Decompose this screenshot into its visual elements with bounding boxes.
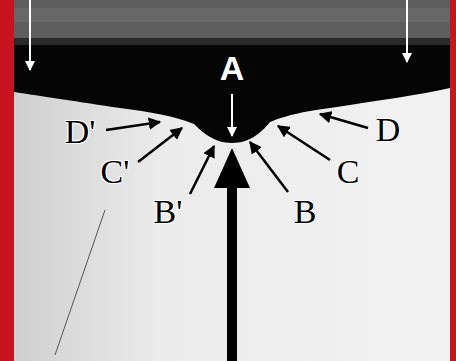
point-label: D': [65, 115, 96, 149]
white-arrow: [29, 0, 31, 70]
point-label: C: [337, 155, 360, 189]
leader-arrow: [138, 128, 182, 162]
rim-line: [14, 38, 450, 46]
white-arrow: [231, 94, 233, 136]
background: [14, 0, 450, 361]
leader-arrow: [250, 142, 288, 192]
top-band-texture: [14, 8, 450, 22]
point-label: A: [220, 51, 245, 85]
point-label: C': [101, 155, 130, 189]
point-label: B: [294, 195, 317, 229]
point-label: D: [376, 113, 401, 147]
jet-arrow: [214, 148, 250, 361]
leader-arrow: [190, 146, 214, 194]
point-label: B': [154, 195, 183, 229]
leader-arrow: [106, 122, 160, 130]
top-band: [14, 0, 450, 40]
leader-arrow: [278, 126, 330, 160]
thin-line: [55, 210, 105, 355]
white-arrow: [406, 0, 408, 62]
leader-arrow: [320, 114, 368, 128]
